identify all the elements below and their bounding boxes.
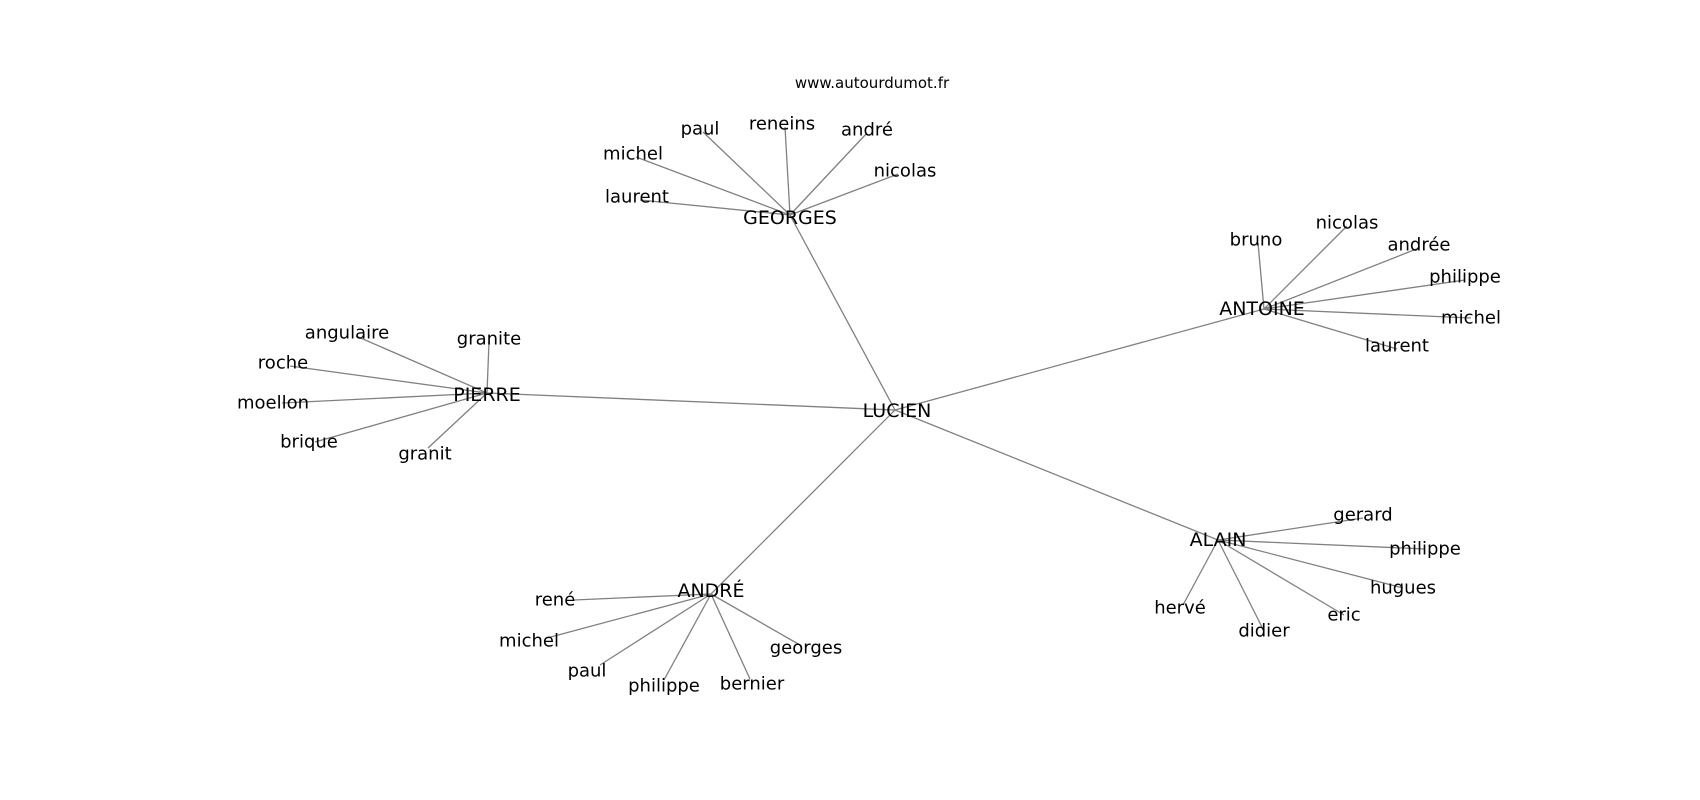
watermark: www.autourdumot.fr (795, 74, 950, 92)
leaf-node-label: laurent (605, 187, 669, 208)
leaf-node-label: paul (681, 119, 720, 140)
edge-center-to-hub (894, 308, 1265, 411)
edge-hub-to-leaf (1217, 539, 1426, 550)
edge-hub-to-leaf (1263, 279, 1466, 310)
edge-hub-to-leaf (1217, 539, 1265, 632)
leaf-node-label: laurent (1365, 336, 1429, 357)
leaf-node-label: hugues (1370, 578, 1436, 599)
leaf-node-label: roche (258, 353, 308, 374)
leaf-node-label: andré (841, 120, 893, 141)
edge-center-to-hub (789, 214, 896, 411)
leaf-node-label: michel (1441, 308, 1501, 329)
leaf-node-label: granit (398, 444, 451, 465)
edge-hub-to-leaf (639, 199, 791, 216)
center-node-label: LUCIEN (863, 400, 932, 422)
edge-hub-to-leaf (546, 593, 712, 639)
leaf-node-label: bernier (720, 674, 785, 695)
edge-hub-to-leaf (573, 593, 712, 601)
leaf-node-label: nicolas (874, 161, 937, 182)
edges (281, 126, 1472, 681)
leaf-node-label: eric (1327, 605, 1360, 626)
edge-hub-to-leaf (355, 335, 488, 394)
edge-hub-to-leaf (784, 126, 791, 216)
edge-hub-to-leaf (635, 156, 791, 216)
edge-hub-to-leaf (427, 392, 488, 449)
leaf-node-label: didier (1238, 621, 1290, 642)
hub-node-label: ANDRÉ (677, 579, 744, 602)
leaf-node-label: reneins (749, 114, 815, 135)
edge-center-to-hub (710, 409, 896, 595)
leaf-node-label: paul (568, 661, 607, 682)
leaf-node-label: gerard (1333, 505, 1392, 526)
leaf-node-label: philippe (1429, 267, 1501, 288)
hub-node-label: PIERRE (453, 384, 520, 406)
edge-center-to-hub (894, 409, 1219, 541)
leaf-node-label: bruno (1230, 230, 1283, 251)
leaf-node-label: granite (457, 329, 521, 350)
edge-hub-to-leaf (486, 341, 490, 394)
leaf-node-label: brique (280, 432, 338, 453)
edge-hub-to-leaf (1217, 539, 1345, 616)
edge-hub-to-leaf (1263, 225, 1348, 310)
edge-hub-to-leaf (663, 593, 712, 681)
labels: LUCIEN GEORGES paul reneins andré michel nicol… (237, 114, 1501, 697)
leaf-node-label: nicolas (1316, 213, 1379, 234)
edge-center-to-hub (486, 392, 896, 411)
edge-hub-to-leaf (789, 132, 868, 216)
hub-node-label: GEORGES (743, 207, 837, 229)
edge-hub-to-leaf (1263, 247, 1420, 310)
edge-hub-to-leaf (599, 593, 712, 666)
edge-hub-to-leaf (314, 392, 488, 443)
leaf-node-label: moellon (237, 393, 309, 414)
edge-hub-to-leaf (710, 593, 801, 646)
edge-hub-to-leaf (1217, 539, 1404, 589)
leaf-node-label: michel (603, 144, 663, 165)
leaf-node-label: andrée (1387, 235, 1450, 256)
edge-hub-to-leaf (1263, 308, 1472, 319)
edge-hub-to-leaf (710, 593, 751, 680)
hub-node-label: ALAIN (1190, 529, 1247, 551)
edge-hub-to-leaf (1182, 539, 1219, 606)
leaf-node-label: rené (535, 590, 576, 611)
edge-hub-to-leaf (281, 392, 488, 404)
leaf-node-label: angulaire (305, 323, 389, 344)
edge-hub-to-leaf (1217, 517, 1364, 541)
leaf-node-label: michel (499, 631, 559, 652)
leaf-node-label: philippe (1389, 539, 1461, 560)
leaf-node-label: georges (770, 638, 842, 659)
edge-hub-to-leaf (1263, 308, 1398, 350)
leaf-node-label: hervé (1154, 598, 1206, 619)
edge-hub-to-leaf (789, 173, 899, 216)
hub-node-label: ANTOINE (1219, 298, 1305, 320)
edge-hub-to-leaf (702, 131, 791, 216)
edge-hub-to-leaf (289, 365, 488, 394)
edge-hub-to-leaf (1257, 242, 1265, 310)
leaf-node-label: philippe (628, 676, 700, 697)
